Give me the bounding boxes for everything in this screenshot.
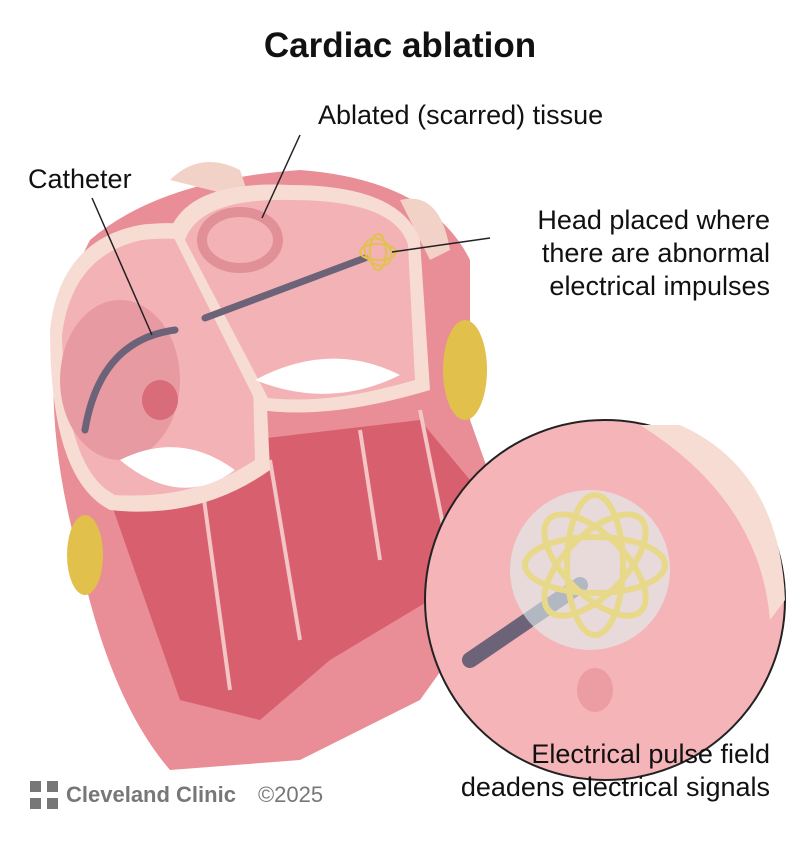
page-title: Cardiac ablation (263, 26, 537, 65)
footer-logo: Cleveland Clinic ©2025 (30, 781, 323, 809)
head-line-2: there are abnormal (541, 238, 770, 268)
leader-lines (91, 134, 491, 336)
right-catheter (201, 254, 369, 322)
right-atrium (170, 184, 430, 413)
left-catheter (81, 326, 179, 434)
brand-name: Cleveland Clinic (66, 782, 236, 807)
pulse-line-1: Electrical pulse field (531, 739, 770, 769)
pulse-line-2: deadens electrical signals (460, 772, 770, 802)
catheters (81, 233, 397, 434)
head-placed-label: Head placed where there are abnormal ele… (537, 204, 770, 303)
cleveland-clinic-logo-icon (30, 781, 58, 809)
magnified-inset (424, 419, 786, 781)
head-line-1: Head placed where (537, 205, 770, 235)
copyright: ©2025 (257, 782, 324, 807)
ablated-scar (197, 207, 283, 273)
catheter-label: Catheter (28, 164, 132, 194)
ablated-tissue-label: Ablated (scarred) tissue (318, 100, 604, 130)
pulse-field-label: Electrical pulse field deadens electrica… (461, 738, 770, 804)
head-line-3: electrical impulses (549, 271, 770, 301)
